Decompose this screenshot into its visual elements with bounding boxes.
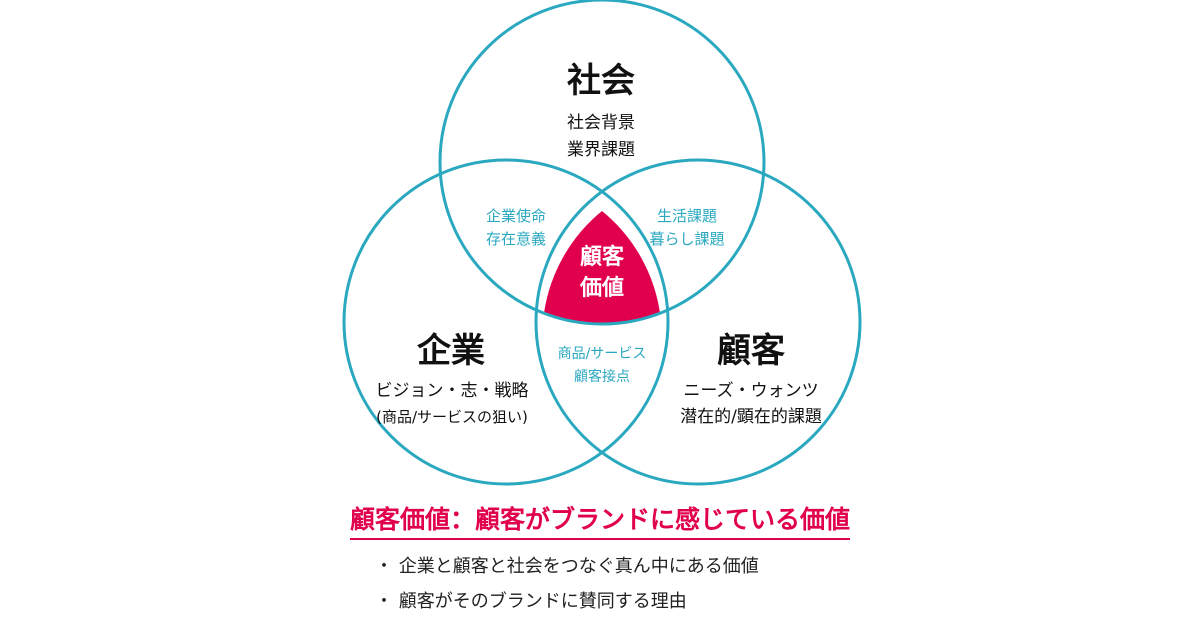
center-line-1: 顧客 [580,244,625,270]
society-title: 社会 [567,61,635,101]
intersection-company-customer-line-2: 顧客接点 [574,368,630,385]
bullet-item: ・ 顧客がそのブランドに賛同する理由 [375,591,687,612]
customer-line-1: ニーズ・ウォンツ [683,381,818,401]
headline: 顧客価値：顧客がブランドに感じている価値 [349,503,850,540]
venn-diagram: 社会 社会背景 業界課題 企業 ビジョン・志・戦略 (商品/サービスの狙い) 顧… [342,0,862,486]
customer-title: 顧客 [717,331,785,371]
company-title: 企業 [417,331,485,371]
company-line-2: (商品/サービスの狙い) [376,408,528,426]
center-line-2: 価値 [579,276,624,301]
circle-company [342,158,670,486]
intersection-society-company-line-1: 企業使命 [486,207,546,225]
customer-line-2: 潜在的/顕在的課題 [680,407,822,427]
intersection-society-company-line-2: 存在意義 [486,230,546,248]
society-line-1: 社会背景 [567,113,635,133]
bullet-item: ・ 企業と顧客と社会をつなぐ真ん中にある価値 [375,556,759,577]
center-region-customer-value [544,211,660,324]
company-line-1: ビジョン・志・戦略 [376,381,529,401]
society-line-2: 業界課題 [567,140,635,160]
circle-customer [534,158,862,486]
caption: 顧客価値：顧客がブランドに感じている価値 [0,503,1200,540]
intersection-society-customer-line-2: 暮らし課題 [649,230,724,248]
intersection-company-customer-line-1: 商品/サービス [558,346,647,362]
intersection-society-customer-line-1: 生活課題 [657,207,717,225]
circle-society [438,0,766,326]
bullet-list: ・ 企業と顧客と社会をつなぐ真ん中にある価値 ・ 顧客がそのブランドに賛同する理… [375,549,759,619]
